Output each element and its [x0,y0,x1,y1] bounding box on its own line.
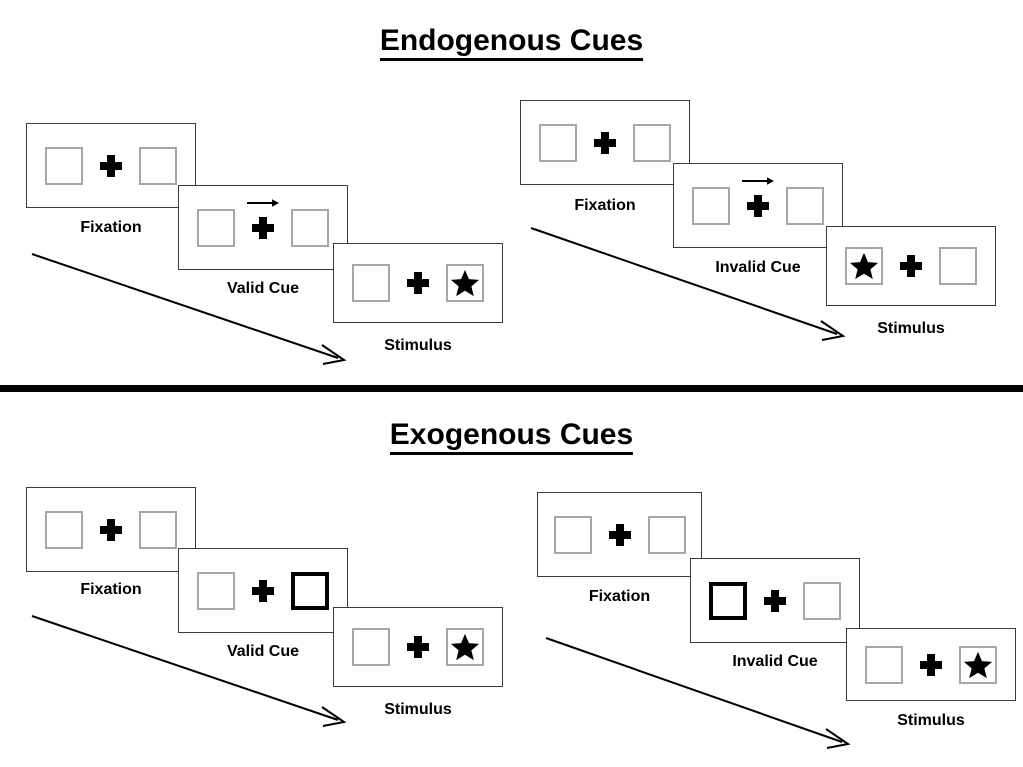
placeholder-box-left [352,264,390,302]
caption-exogenous-invalid-cue: Invalid Cue [732,653,818,670]
section-title-exogenous-text: Exogenous Cues [389,418,634,455]
arrow-right-icon [742,176,774,185]
star-icon [450,633,480,661]
placeholder-box-left [45,146,83,185]
caption-endogenous-valid-cue: Valid Cue [226,280,300,297]
star-icon [450,269,480,297]
caption-exogenous-invalid-stimulus: Stimulus [897,712,965,729]
fixation-cross-wrap [747,589,803,612]
plus-icon [407,272,429,294]
placeholder-box-right [939,247,977,285]
star-icon [963,651,993,678]
stimulus-box-left [845,247,883,285]
placeholder-box-right [291,208,329,247]
fixation-cross-wrap [883,255,939,277]
trial-frame-endogenous-invalid-fixation [520,100,690,185]
trial-frame-exogenous-invalid-stimulus [846,628,1016,701]
placeholder-box-left [692,186,730,225]
placeholder-box-right [786,186,824,225]
trial-frame-endogenous-invalid-stimulus [826,226,996,306]
section-title-exogenous: Exogenous Cues [0,418,1023,455]
caption-endogenous-invalid-cue: Invalid Cue [715,259,801,276]
trial-frame-exogenous-invalid-cue [690,558,860,643]
placeholder-box-right [647,515,686,554]
placeholder-box-left [352,628,390,666]
plus-icon [764,589,786,612]
plus-icon [407,636,429,658]
placeholder-box-right [139,510,177,549]
placeholder-box-right [139,146,177,185]
fixation-cross-wrap [730,176,786,217]
fixation-cross-wrap [235,579,291,602]
stimulus-box-right [446,628,484,666]
plus-icon [900,255,922,277]
trial-frame-exogenous-invalid-fixation [537,492,702,577]
plus-icon [100,518,122,541]
caption-exogenous-valid-fixation: Fixation [80,581,142,598]
caption-exogenous-valid-cue: Valid Cue [226,643,300,660]
caption-exogenous-valid-stimulus: Stimulus [384,701,452,718]
arrow-right-icon [247,198,279,207]
fixation-cross-wrap [390,636,446,658]
plus-icon [252,216,274,239]
trial-frame-endogenous-valid-cue [178,185,348,270]
caption-endogenous-invalid-stimulus: Stimulus [877,320,945,337]
section-title-endogenous: Endogenous Cues [0,24,1023,61]
caption-endogenous-valid-stimulus: Stimulus [384,337,452,354]
plus-icon [608,523,631,546]
fixation-cross-wrap [83,154,139,177]
trial-frame-endogenous-valid-fixation [26,123,196,208]
trial-frame-exogenous-valid-cue [178,548,348,633]
fixation-cross-wrap [235,198,291,239]
plus-icon [100,154,122,177]
trial-frame-exogenous-valid-stimulus [333,607,503,687]
section-divider [0,385,1023,392]
plus-icon [920,653,942,676]
caption-endogenous-invalid-fixation: Fixation [574,197,636,214]
placeholder-box-right [633,123,671,162]
placeholder-box-right [803,581,841,620]
plus-icon [594,131,616,154]
plus-icon [747,194,769,217]
placeholder-box-left [45,510,83,549]
placeholder-box-left [197,208,235,247]
plus-icon [252,579,274,602]
section-title-endogenous-text: Endogenous Cues [379,24,644,61]
cued-box-right [291,571,329,610]
cued-box-left [709,581,747,620]
trial-frame-endogenous-valid-stimulus [333,243,503,323]
trial-frame-endogenous-invalid-cue [673,163,843,248]
diagonal-arrow-icon-exogenous-invalid [545,637,851,749]
fixation-cross-wrap [903,653,959,676]
caption-endogenous-valid-fixation: Fixation [80,219,142,236]
placeholder-box-left [865,645,903,684]
fixation-cross-wrap [592,523,648,546]
star-icon [849,252,879,280]
caption-exogenous-invalid-fixation: Fixation [588,588,651,605]
placeholder-box-left [539,123,577,162]
stimulus-box-right [959,645,997,684]
fixation-cross-wrap [390,272,446,294]
fixation-cross-wrap [83,518,139,541]
placeholder-box-left [197,571,235,610]
fixation-cross-wrap [577,131,633,154]
stimulus-box-right [446,264,484,302]
trial-frame-exogenous-valid-fixation [26,487,196,572]
placeholder-box-left [553,515,592,554]
